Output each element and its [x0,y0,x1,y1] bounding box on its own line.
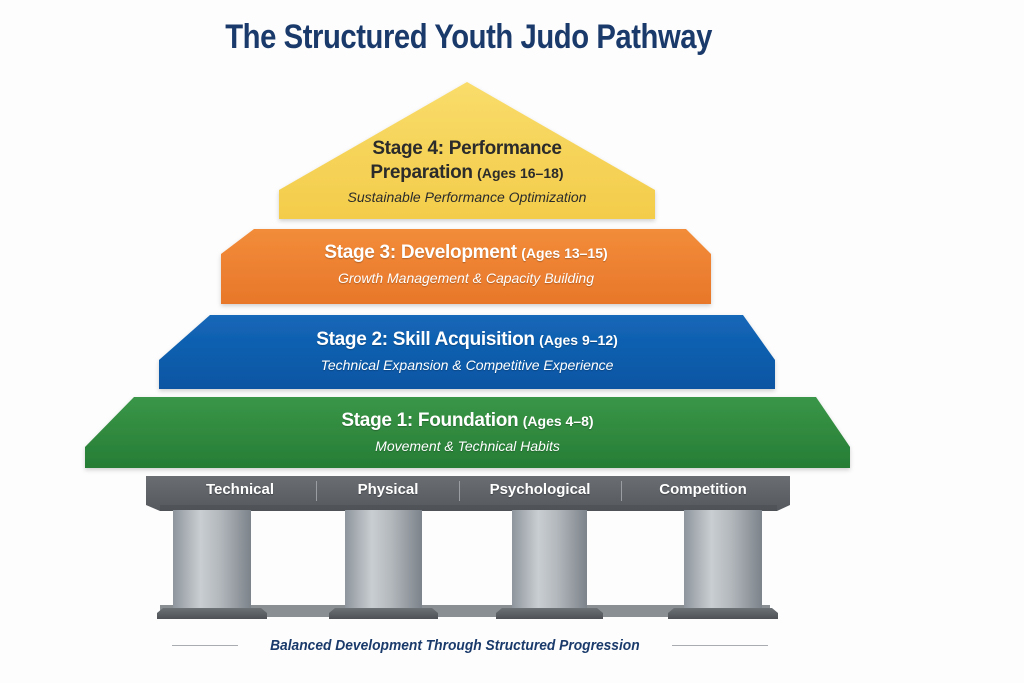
stage-2-ages: (Ages 9–12) [539,332,618,348]
pillar-base-strip [160,605,770,617]
stage-3-ages: (Ages 13–15) [521,245,608,261]
stage-4-title: Stage 4: Performance [372,138,562,159]
stage-2-tier [159,315,775,389]
footer-rule-right [671,645,768,646]
footer-rule-left [172,645,239,646]
stage-3-label: Stage 3: Development (Ages 13–15) Growth… [221,242,711,286]
stage-1-subtitle: Movement & Technical Habits [375,438,560,454]
stage-4-tier [279,82,655,219]
pillar-psychological [496,510,603,619]
pillar-divider [621,481,622,501]
stage-3-tier [221,229,711,304]
stage-2-label: Stage 2: Skill Acquisition (Ages 9–12) T… [159,329,775,373]
footer-text: Balanced Development Through Structured … [270,637,640,654]
pillar-technical [157,510,267,619]
pillar-divider [316,481,317,501]
pillar-competition [668,510,778,619]
pillar-label-technical: Technical [205,481,275,498]
stage-2-subtitle: Technical Expansion & Competitive Experi… [320,357,614,373]
pillar-label-psychological: Psychological [489,481,591,498]
stage-4-label: Stage 4: Performance Preparation (Ages 1… [279,138,655,205]
stage-3-title: Stage 3: Development [324,242,517,263]
stage-4-subtitle: Sustainable Performance Optimization [347,189,587,205]
footer-tagline: Balanced Development Through Structured … [160,637,780,654]
stage-4-ages: (Ages 16–18) [477,165,564,181]
stage-1-tier [85,397,850,468]
stage-4-title-line2: Preparation [370,162,473,183]
stage-1-label: Stage 1: Foundation (Ages 4–8) Movement … [85,410,850,454]
stage-3-subtitle: Growth Management & Capacity Building [337,270,595,286]
diagram-title: The Structured Youth Judo Pathway [225,18,712,56]
pillar-divider [459,481,460,501]
stage-2-title: Stage 2: Skill Acquisition [316,329,535,350]
pillar-beam [146,476,790,511]
stage-1-ages: (Ages 4–8) [522,413,594,429]
pillar-label-competition: Competition [659,481,747,498]
stage-1-title: Stage 1: Foundation [341,410,519,431]
pillar-physical [329,510,438,619]
pillar-label-physical: Physical [357,481,419,498]
